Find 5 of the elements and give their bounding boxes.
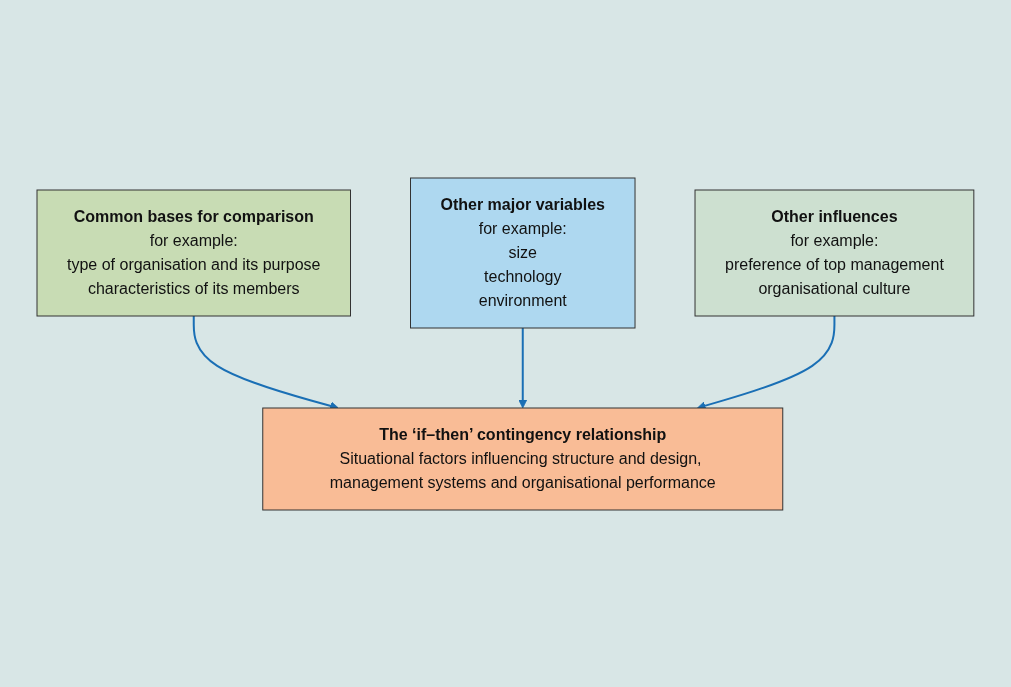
node-box: Other influences for example: preference of top management organisational culture <box>694 189 975 316</box>
node-box: Other major variables for example: size technology environment <box>410 177 636 328</box>
arrow <box>518 326 528 408</box>
node-box: The ‘if–then’ contingency relationship Situational factors influencing structure and design, management systems and organisational performance <box>262 407 784 510</box>
node-box: Common bases for comparison for example: type of organisation and its purpose characteristics of its members <box>36 189 352 316</box>
